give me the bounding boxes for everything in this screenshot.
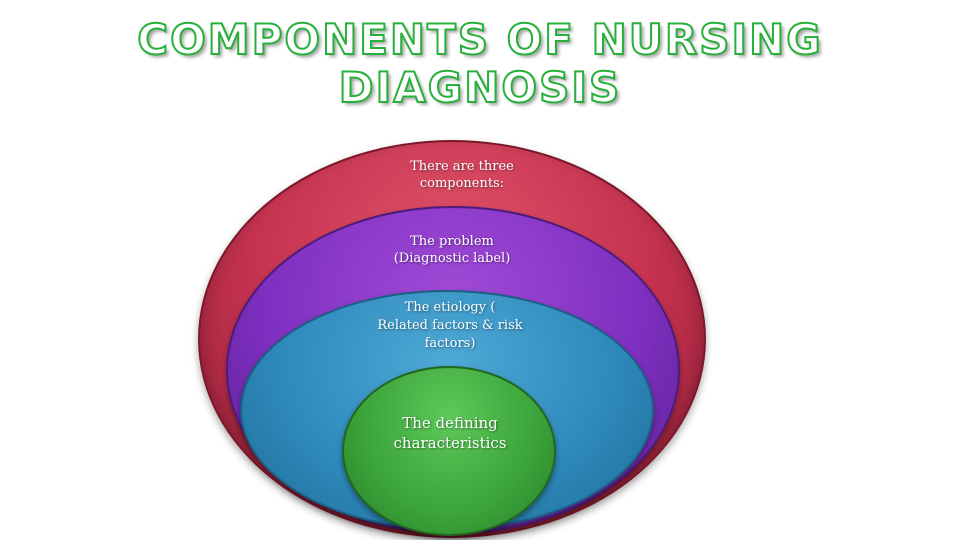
outer-label: There are three components: — [410, 159, 514, 191]
title-line-2: DIAGNOSIS — [338, 63, 622, 113]
problem-label: The problem (Diagnostic label) — [393, 234, 511, 266]
defining-characteristics-label: The defining characteristics — [393, 414, 507, 452]
defining-characteristics-ellipse — [342, 366, 556, 536]
etiology-label: The etiology ( Related factors & risk fa… — [377, 300, 523, 351]
title-line-1: COMPONENTS OF NURSING — [136, 15, 823, 65]
